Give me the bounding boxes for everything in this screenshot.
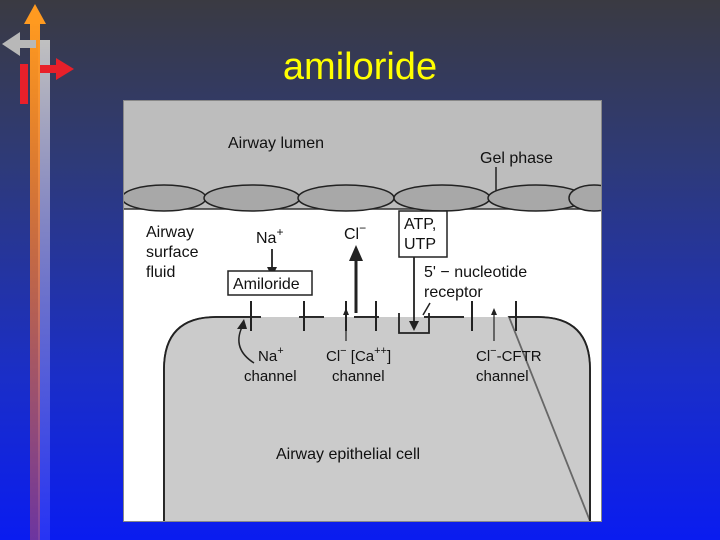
fluid-label-line2: surface <box>146 244 199 261</box>
gray-bar <box>38 40 50 540</box>
gel-phase-ellipses <box>124 184 601 212</box>
receptor-notch <box>398 313 430 334</box>
amiloride-label: Amiloride <box>233 276 300 293</box>
orange-bar <box>30 20 40 540</box>
navigation-arrows-decoration <box>2 4 74 540</box>
red-bar <box>20 64 28 104</box>
na-channel-curved-arrow <box>238 326 255 364</box>
atp-label: ATP, <box>404 216 436 233</box>
ca-channel-label: channel <box>332 368 385 385</box>
na-ion-label: Na+ <box>256 225 283 247</box>
diagram-svg: Airway lumen Gel phase Airway surface fl… <box>124 101 601 521</box>
slide-title: amiloride <box>282 46 438 88</box>
gel-phase-label: Gel phase <box>480 150 553 167</box>
na-channel-label: channel <box>244 368 297 385</box>
amiloride-box <box>227 270 313 296</box>
atp-utp-box <box>398 210 448 258</box>
up-arrow-icon <box>24 4 46 24</box>
forward-arrow-icon <box>56 58 74 80</box>
fluid-label-line3: fluid <box>146 264 175 281</box>
airway-lumen-label: Airway lumen <box>228 135 324 152</box>
cl-ion-label: Cl− <box>344 221 366 243</box>
airway-diagram: Airway lumen Gel phase Airway surface fl… <box>123 100 602 522</box>
cftr-channel-label: channel <box>476 368 529 385</box>
cftr-channel-ion: Cl−-CFTR <box>476 345 542 365</box>
receptor-label-line1: 5' − nucleotide <box>424 264 527 281</box>
utp-label: UTP <box>404 236 436 253</box>
back-arrow-icon <box>2 32 20 56</box>
ca-channel-ion: Cl− [Ca++] <box>326 345 391 365</box>
fluid-label-line1: Airway <box>146 224 194 241</box>
receptor-label-line2: receptor <box>424 284 483 301</box>
na-channel-ion: Na+ <box>258 345 284 365</box>
epithelial-cell-label: Airway epithelial cell <box>276 446 420 463</box>
